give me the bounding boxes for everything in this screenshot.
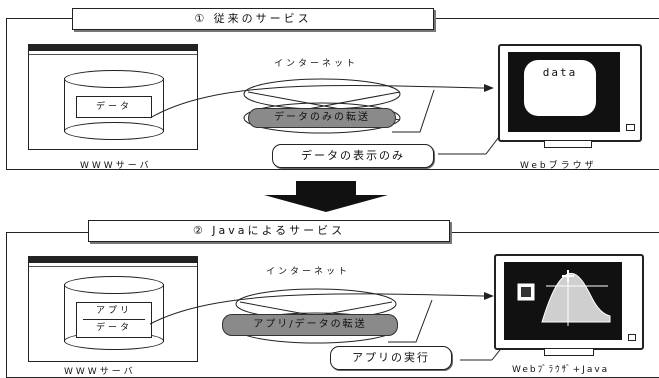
app-data-transfer-label: アプリ/データの転送 <box>222 314 398 336</box>
browser-java-caption: Webﾌﾞﾗｳｻﾞ+Java <box>512 362 609 375</box>
monitor-stand-2 <box>544 348 594 356</box>
www-server-caption-2: WWWサーバ <box>64 364 136 377</box>
browser-monitor-2 <box>494 254 644 350</box>
java-app-graphic <box>496 256 642 348</box>
app-execution-label: アプリの実行 <box>330 346 452 370</box>
